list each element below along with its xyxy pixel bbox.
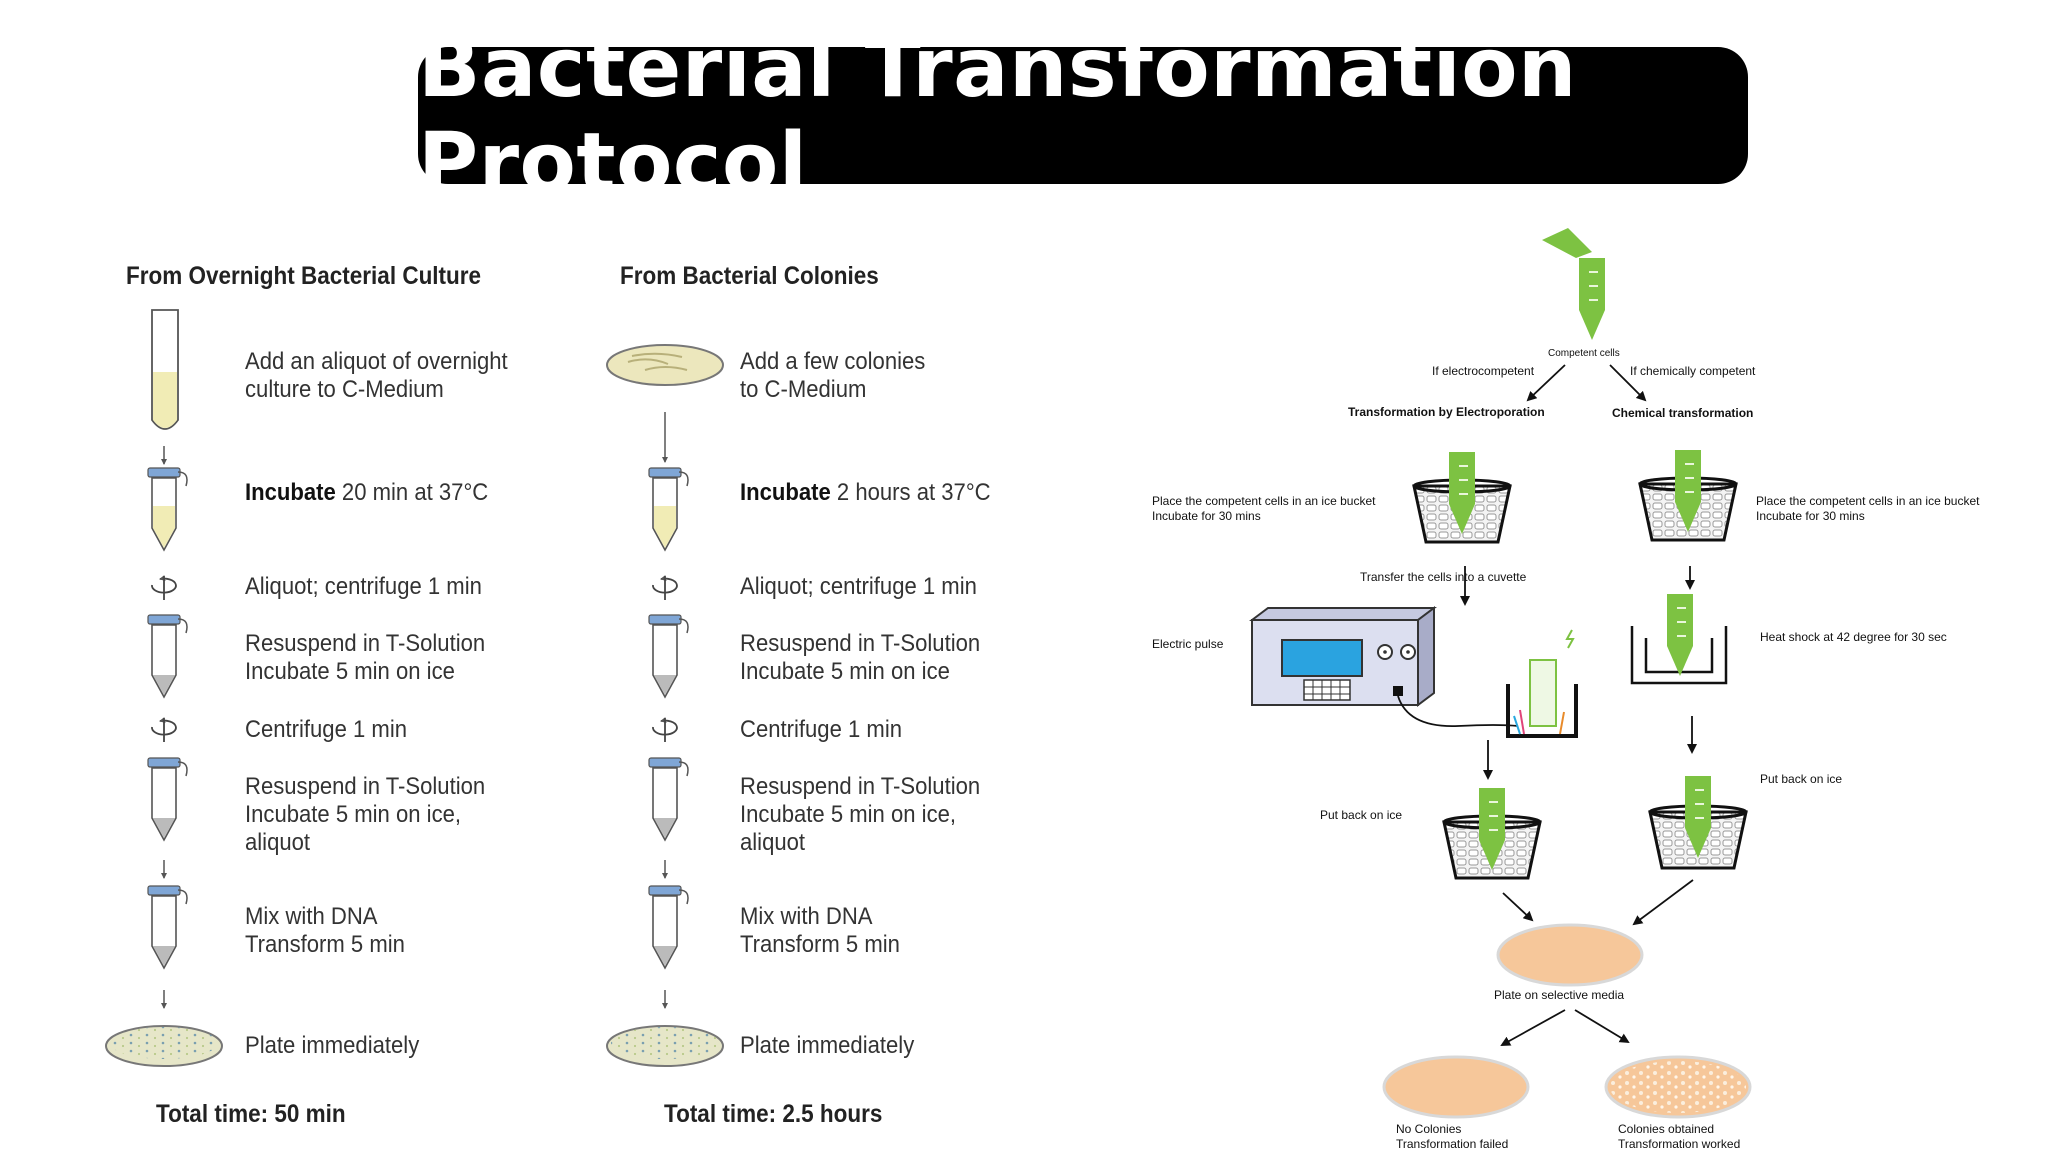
culture-test-tube-icon [151, 309, 179, 430]
ice-bucket-right-icon [1638, 449, 1738, 542]
chemical-transformation-title: Chemical transformation [1612, 406, 1754, 420]
petri-dish-speckled-icon [606, 1025, 724, 1067]
step-4-text: Resuspend in T-Solution Incubate 5 min o… [740, 630, 981, 685]
step-7-text: Mix with DNA Transform 5 min [740, 903, 900, 958]
centrifuge-icon [653, 718, 677, 742]
total-time-overnight: Total time: 50 min [156, 1100, 346, 1128]
step-2-text: Incubate 2 hours at 37°C [740, 479, 991, 506]
electric-pulse-label: Electric pulse [1152, 637, 1224, 651]
step-4-text: Resuspend in T-Solution Incubate 5 min o… [245, 630, 486, 685]
step-6-text: Resuspend in T-Solution Incubate 5 min o… [740, 773, 981, 856]
microtube-pellet-icon [648, 614, 689, 698]
ice-bucket-left-icon [1412, 451, 1512, 544]
microtube-pellet-icon [648, 885, 689, 969]
centrifuge-icon [152, 576, 176, 600]
put-back-on-ice-left: Put back on ice [1320, 808, 1403, 822]
microtube-pellet-icon [648, 757, 689, 841]
title-banner: Bacterial Transformation Protocol [418, 21, 1748, 211]
branch-chemical-label: If chemically competent [1630, 364, 1756, 378]
step-6-text: Resuspend in T-Solution Incubate 5 min o… [245, 773, 486, 856]
microtube-pellet-icon [147, 757, 188, 841]
microtube-pellet-icon [147, 614, 188, 698]
column-header-overnight: From Overnight Bacterial Culture [126, 262, 482, 290]
step-8-text: Plate immediately [245, 1032, 420, 1059]
transfer-cuvette-label: Transfer the cells into a cuvette [1360, 570, 1527, 584]
plate-with-colonies-icon [1604, 1055, 1752, 1119]
page-title: Bacterial Transformation Protocol [418, 20, 1577, 211]
petri-dish-colonies-icon [606, 344, 724, 386]
step-1-text: Add an aliquot of overnight culture to C… [245, 348, 508, 403]
electroporation-title: Transformation by Electroporation [1348, 405, 1545, 419]
no-colonies-label: No Colonies Transformation failed [1396, 1122, 1509, 1151]
electroporator-icon [1249, 606, 1519, 727]
ice-bucket-left-icon [1442, 787, 1542, 880]
petri-dish-speckled-icon [105, 1025, 223, 1067]
selective-media-plate-icon [1496, 923, 1644, 987]
step-1-text: Add a few colonies to C-Medium [740, 348, 926, 403]
step-5-text: Centrifuge 1 min [245, 716, 408, 743]
heat-shock-bath-icon [1630, 593, 1728, 685]
heat-shock-label: Heat shock at 42 degree for 30 sec [1760, 630, 1947, 644]
microtube-yellow-icon [648, 467, 689, 551]
plate-no-colonies-icon [1382, 1055, 1530, 1119]
microtube-pellet-icon [147, 885, 188, 969]
ice-bucket-right-icon [1648, 775, 1748, 870]
step-2-text: Incubate 20 min at 37°C [245, 479, 489, 506]
column-header-colonies: From Bacterial Colonies [620, 262, 879, 290]
total-time-colonies: Total time: 2.5 hours [664, 1100, 883, 1128]
ice-instructions-left: Place the competent cells in an ice buck… [1152, 494, 1376, 523]
step-3-text: Aliquot; centrifuge 1 min [245, 573, 482, 600]
colonies-obtained-label: Colonies obtained Transformation worked [1618, 1122, 1741, 1151]
plate-selective-media-label: Plate on selective media [1494, 988, 1625, 1002]
step-3-text: Aliquot; centrifuge 1 min [740, 573, 977, 600]
competent-cells-label: Competent cells [1548, 348, 1620, 359]
step-5-text: Centrifuge 1 min [740, 716, 903, 743]
put-back-on-ice-right: Put back on ice [1760, 772, 1843, 786]
ice-instructions-right: Place the competent cells in an ice buck… [1756, 494, 1980, 523]
step-8-text: Plate immediately [740, 1032, 915, 1059]
cuvette-icon [1506, 629, 1578, 738]
step-7-text: Mix with DNA Transform 5 min [245, 903, 405, 958]
microtube-yellow-icon [147, 467, 188, 551]
branch-electrocompetent-label: If electrocompetent [1432, 364, 1535, 378]
centrifuge-icon [653, 576, 677, 600]
centrifuge-icon [152, 718, 176, 742]
competent-cells-tube-icon [1542, 228, 1606, 341]
